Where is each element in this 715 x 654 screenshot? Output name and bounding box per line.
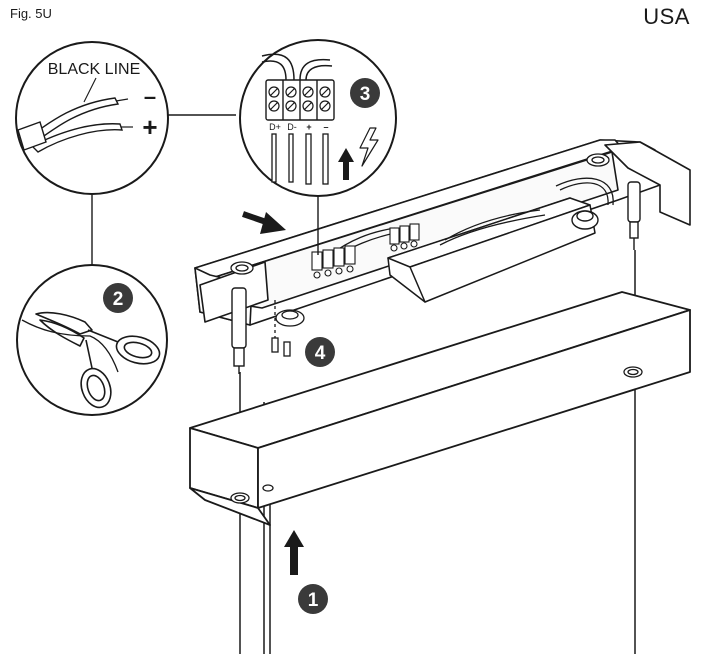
black-line-pointer — [83, 77, 97, 103]
plus-label: + — [142, 112, 157, 142]
terminal-labels: D+ D- + – — [269, 122, 328, 132]
step-number-3: 3 — [360, 84, 371, 105]
luminaire-body — [189, 291, 691, 526]
step-number-2: 2 — [113, 289, 124, 310]
lift-arrow — [284, 530, 304, 575]
power-wires — [271, 133, 329, 185]
callout-connectors — [91, 114, 319, 268]
wire-cutter-icon — [35, 311, 161, 409]
right-mounting-knob — [571, 210, 599, 230]
cutter-wire — [21, 319, 119, 373]
step-badge-3: 3 — [350, 78, 380, 108]
step-badge-4: 4 — [305, 337, 335, 367]
incoming-cables — [261, 53, 333, 81]
terminal-screws — [268, 86, 331, 112]
terminal-label-dminus: D- — [287, 122, 297, 132]
terminal-block — [265, 79, 335, 121]
wire-detail-callout: BLACK LINE – + — [15, 41, 169, 195]
canopy-mounting-holes — [230, 153, 610, 275]
region-label: USA — [643, 4, 690, 29]
figure-label: Fig. 5U — [10, 6, 52, 21]
voltage-icon — [359, 127, 379, 167]
step-number-1: 1 — [308, 590, 319, 611]
terminal-block-callout: D+ D- + – — [239, 39, 397, 197]
terminal-label-dplus: D+ — [269, 122, 281, 132]
wire-stripped-ends — [115, 98, 133, 128]
terminal-label-plus: + — [306, 122, 311, 132]
terminal-label-minus: – — [323, 122, 328, 132]
step-number-4: 4 — [315, 343, 326, 364]
minus-label: – — [144, 84, 156, 109]
step-badge-1: 1 — [298, 584, 328, 614]
insert-arrow — [242, 211, 286, 234]
wire-cutter-callout — [16, 264, 168, 416]
left-cable-gripper — [231, 287, 247, 374]
luminaire-holes — [230, 366, 643, 504]
right-cable-gripper — [627, 181, 641, 250]
internal-terminal-blocks — [311, 223, 420, 279]
screw-and-washer — [271, 300, 305, 357]
black-line-label: BLACK LINE — [48, 61, 140, 78]
two-conductor-wire — [17, 97, 123, 153]
power-up-arrow — [338, 148, 354, 180]
step-badge-2: 2 — [103, 283, 133, 313]
